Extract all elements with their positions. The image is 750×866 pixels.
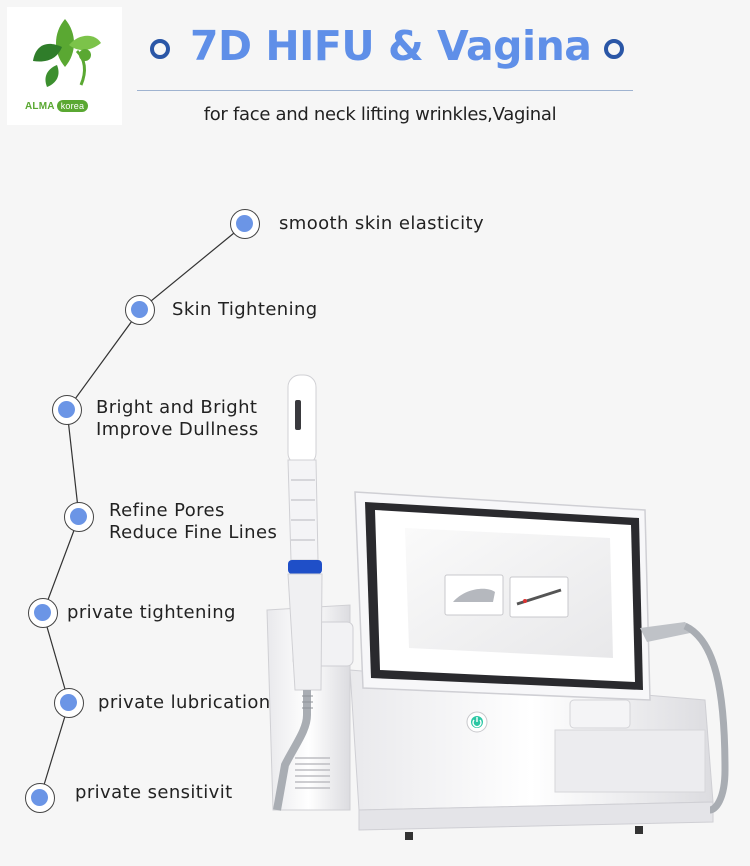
feature-dot-7: [25, 783, 55, 813]
feature-3-line1: Bright and Bright: [96, 397, 258, 418]
logo-pill: korea: [56, 100, 89, 112]
title-right-ring-icon: [604, 39, 624, 59]
page-subtitle: for face and neck lifting wrinkles,Vagin…: [203, 104, 557, 125]
feature-label-2: Skin Tightening: [172, 299, 318, 321]
feature-4-line1: Refine Pores: [109, 500, 225, 521]
page-title: 7D HIFU & Vagina: [190, 22, 592, 70]
brand-logo: ALMA korea: [7, 7, 122, 125]
logo-text: ALMA korea: [25, 100, 89, 112]
feature-3-line2: Improve Dullness: [96, 419, 259, 440]
header-divider: [137, 90, 633, 91]
feature-label-6: private lubrication: [98, 692, 271, 714]
feature-label-7: private sensitivit: [75, 782, 233, 804]
feature-dot-6: [54, 688, 84, 718]
feature-1-text: smooth skin elasticity: [279, 213, 485, 234]
feature-dot-4: [64, 502, 94, 532]
feature-dot-2: [125, 295, 155, 325]
feature-label-4: Refine Pores Reduce Fine Lines: [109, 500, 277, 544]
feature-2-text: Skin Tightening: [172, 299, 318, 320]
hifu-device-illustration: [266, 374, 729, 840]
feature-dot-1: [230, 209, 260, 239]
feature-label-5: private tightening: [67, 602, 236, 624]
leaf-logo-icon: [33, 19, 101, 87]
feature-label-1: smooth skin elasticity: [279, 213, 484, 235]
feature-5-text: private tightening: [67, 602, 236, 623]
feature-4-line2: Reduce Fine Lines: [109, 522, 278, 543]
feature-label-3: Bright and Bright Improve Dullness: [96, 397, 259, 441]
feature-dot-5: [28, 598, 58, 628]
feature-6-text: private lubrication: [98, 692, 271, 713]
title-left-ring-icon: [150, 39, 170, 59]
logo-brand: ALMA: [25, 100, 55, 112]
feature-7-text: private sensitivit: [75, 782, 233, 803]
feature-dot-3: [52, 395, 82, 425]
